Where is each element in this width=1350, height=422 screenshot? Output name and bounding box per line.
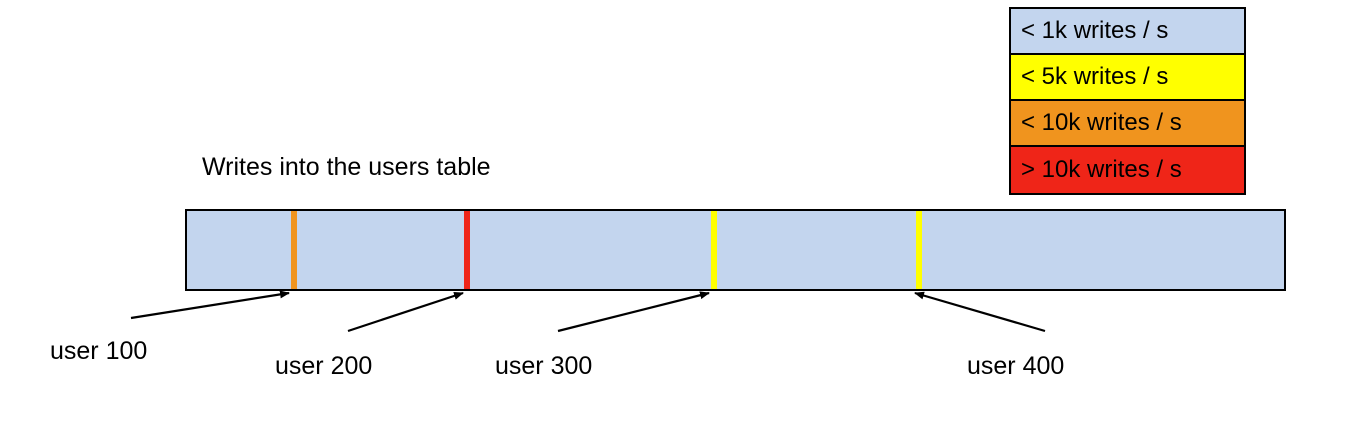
legend-item-label: < 5k writes / s bbox=[1021, 63, 1169, 90]
pointer-label-user-400: user 400 bbox=[967, 352, 1065, 380]
pointer-label-user-200: user 200 bbox=[275, 352, 373, 380]
legend-item-lt-1k: < 1k writes / s bbox=[1011, 9, 1244, 55]
user-400-stripe bbox=[916, 211, 922, 289]
pointer-label-user-300: user 300 bbox=[495, 352, 593, 380]
user-300-stripe bbox=[711, 211, 717, 289]
legend-item-gt-10k: > 10k writes / s bbox=[1011, 147, 1244, 193]
legend-item-label: < 1k writes / s bbox=[1021, 17, 1169, 44]
legend-item-label: < 10k writes / s bbox=[1021, 109, 1182, 136]
pointer-label-user-100: user 100 bbox=[50, 337, 148, 365]
users-table-bar bbox=[185, 209, 1286, 291]
legend: < 1k writes / s < 5k writes / s < 10k wr… bbox=[1009, 7, 1246, 195]
legend-item-lt-5k: < 5k writes / s bbox=[1011, 55, 1244, 101]
legend-item-label: > 10k writes / s bbox=[1021, 156, 1182, 183]
user-100-stripe bbox=[291, 211, 297, 289]
user-200-stripe bbox=[464, 211, 470, 289]
figure-caption: Writes into the users table bbox=[202, 153, 491, 181]
legend-item-lt-10k: < 10k writes / s bbox=[1011, 101, 1244, 147]
